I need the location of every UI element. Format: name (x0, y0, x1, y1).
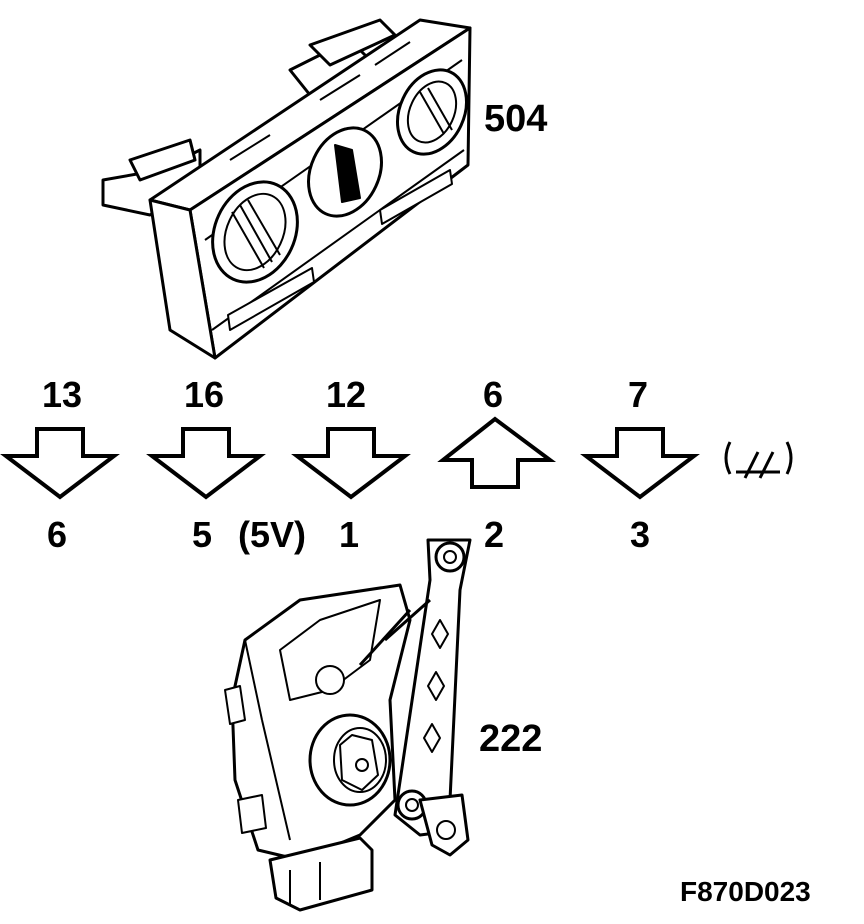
bottom-pin-label: 3 (630, 514, 651, 555)
connection-arrows (0, 416, 700, 500)
arrow-down-3 (291, 427, 411, 500)
bottom-pin-label: 1 (339, 514, 360, 555)
actuator-part-number: 222 (479, 718, 543, 760)
arrow-down-5 (580, 427, 700, 500)
control-panel-part-number: 504 (484, 98, 548, 140)
top-pin-label: 13 (42, 374, 83, 415)
figure-code: F870D023 (680, 876, 811, 907)
bottom-pin-label: 2 (484, 514, 505, 555)
supply-voltage-note: (5V) (238, 514, 307, 555)
top-pin-label: 16 (184, 374, 225, 415)
arrow-up-4 (437, 416, 557, 489)
bottom-pin-label: 5 (192, 514, 213, 555)
arrow-down-1 (0, 427, 120, 500)
arrow-down-2 (146, 427, 266, 500)
top-pin-label: 7 (628, 374, 649, 415)
top-pin-label: 6 (483, 374, 504, 415)
ground-symbol-icon (724, 441, 793, 479)
top-pin-label: 12 (326, 374, 367, 415)
actuator-illustration (224, 538, 472, 912)
control-panel-illustration (101, 18, 472, 360)
bottom-pin-label: 6 (47, 514, 68, 555)
